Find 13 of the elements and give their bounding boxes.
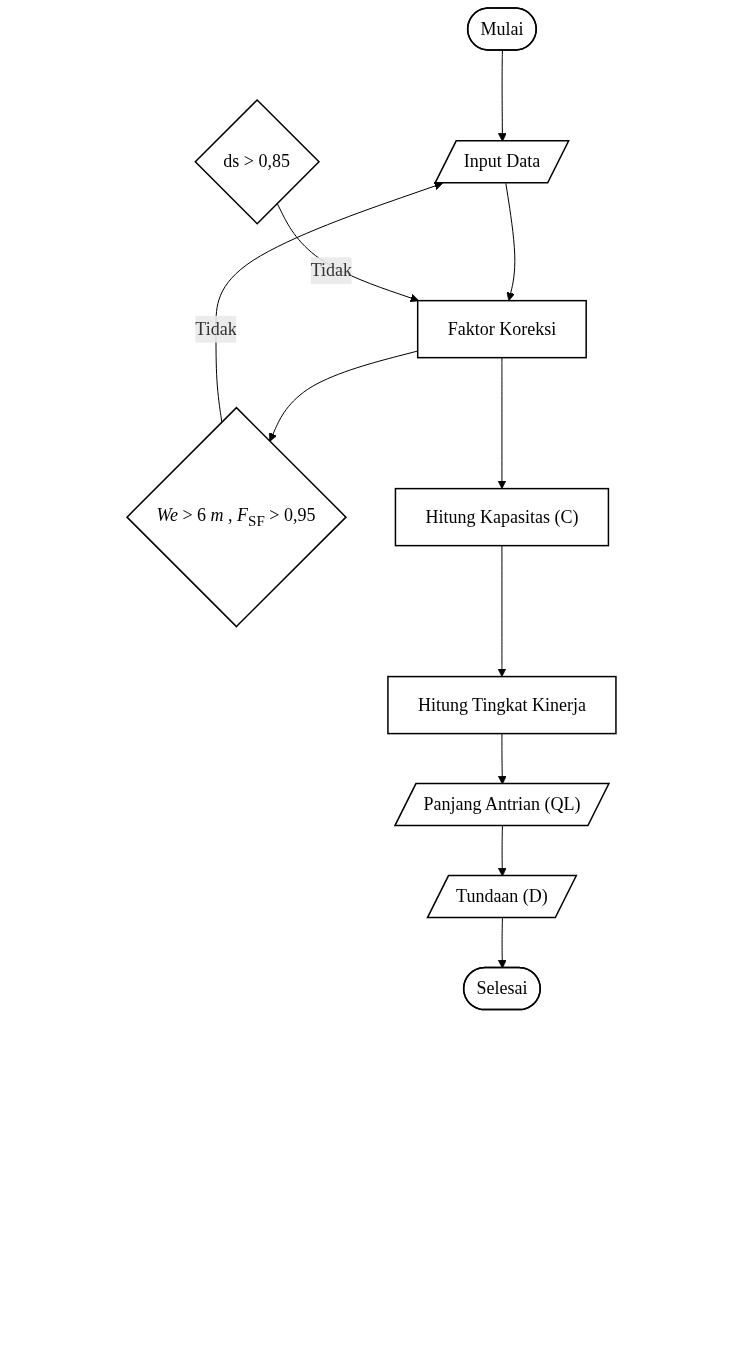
arrow bbox=[276, 202, 419, 303]
node-box: Hitung Tingkat Kinerja bbox=[386, 675, 617, 735]
arrow bbox=[497, 917, 507, 969]
arrow bbox=[268, 350, 418, 442]
arrow bbox=[497, 545, 506, 677]
node-diamond: We > 6 m , F$_{SF}$ > 0,95 bbox=[125, 406, 347, 628]
node-box: Hitung Kapasitas (C) bbox=[394, 487, 609, 547]
node-diamond: ds > 0,85 bbox=[193, 98, 320, 225]
edge-label: Tidak bbox=[310, 260, 352, 281]
node-box: Faktor Koreksi bbox=[416, 299, 587, 359]
arrow bbox=[504, 182, 515, 302]
edge-label: Tidak bbox=[194, 318, 237, 339]
arrow bbox=[497, 357, 506, 490]
